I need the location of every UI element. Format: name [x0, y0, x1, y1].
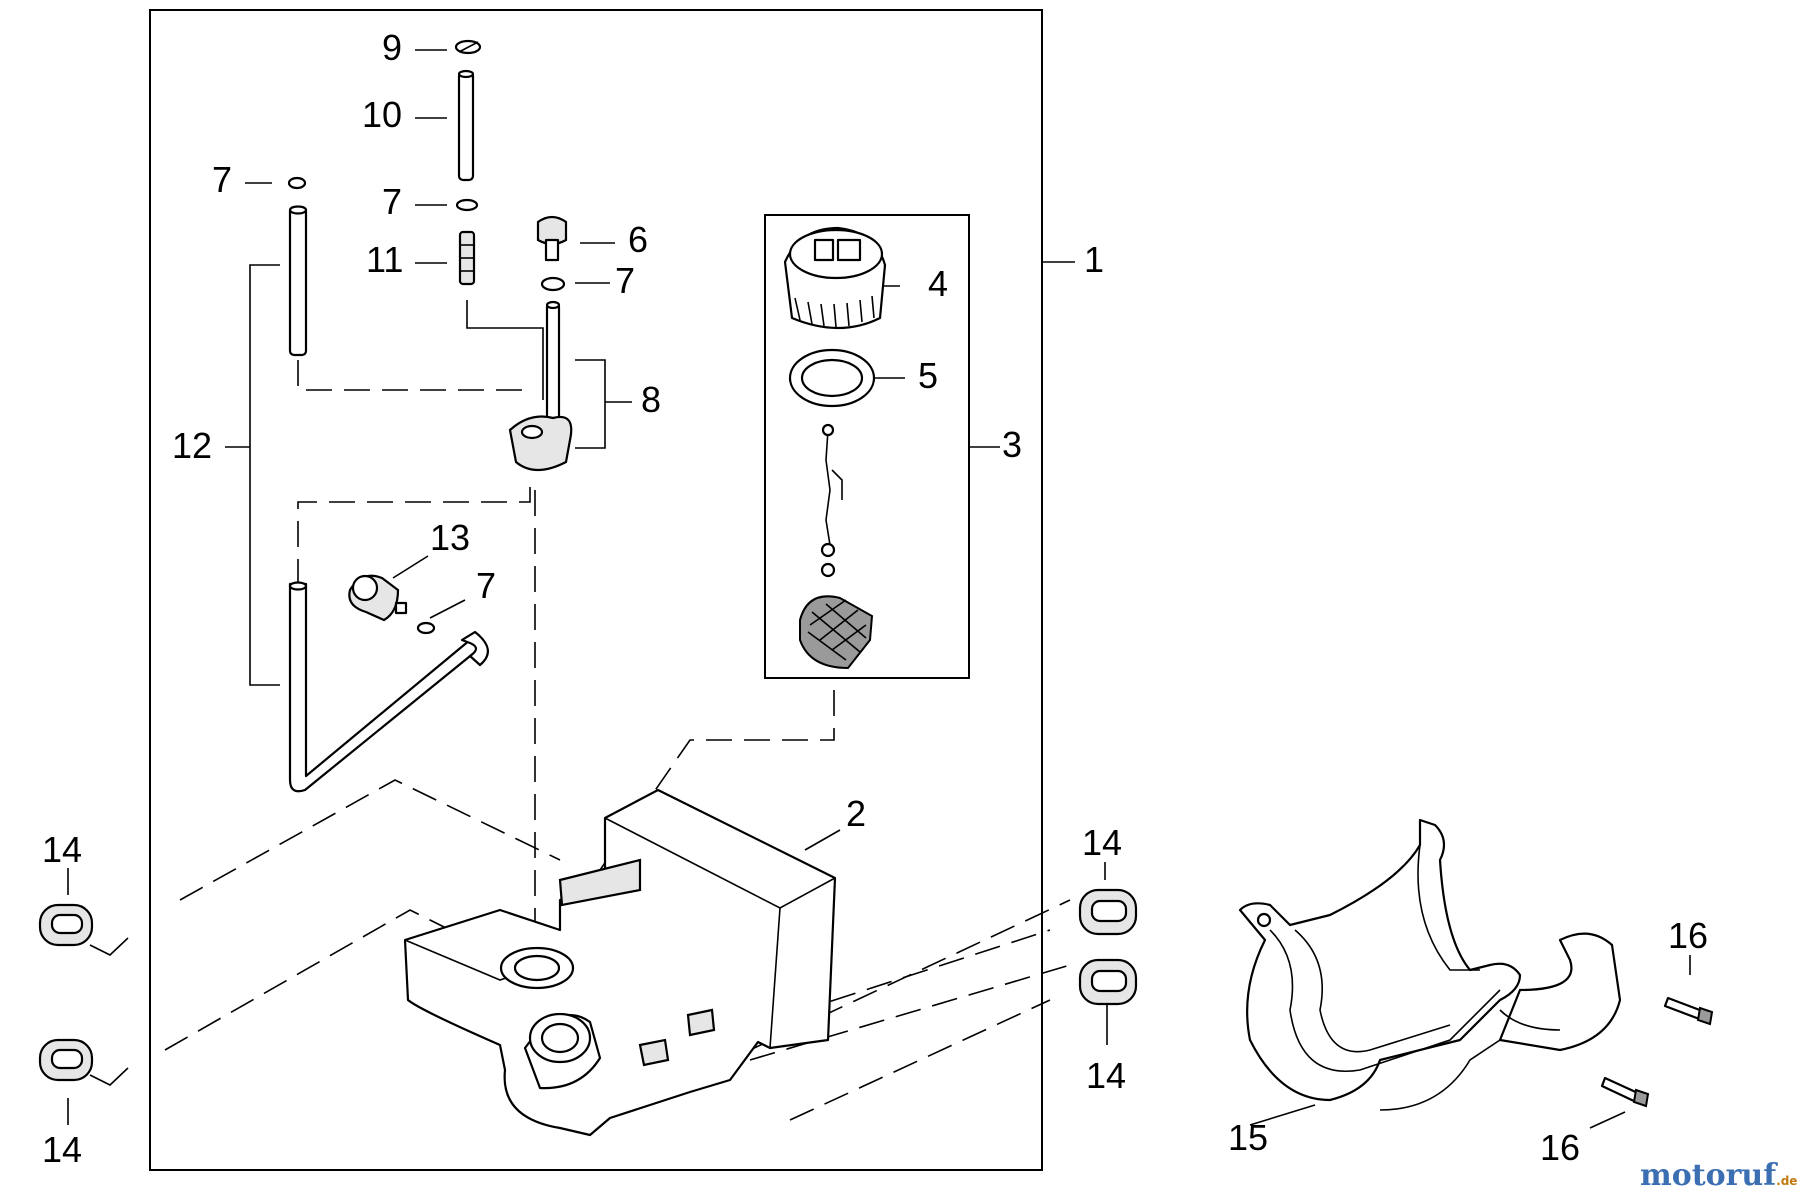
callout-3: 3 [1002, 424, 1022, 465]
callout-1: 1 [1084, 239, 1104, 280]
callout-14b: 14 [42, 1129, 82, 1170]
part-14-grommet-a [38, 903, 94, 947]
watermark-logo: motoruf.de [1640, 1158, 1797, 1193]
part-12-hose-upper [288, 205, 308, 357]
callout-6: 6 [628, 219, 648, 260]
callout-16a: 16 [1668, 915, 1708, 956]
part-13-filter [348, 574, 408, 622]
part-8-pickup [508, 300, 573, 472]
callout-8: 8 [641, 379, 661, 420]
callouts: 9 10 7 7 11 6 7 8 12 13 7 4 5 3 1 2 14 1… [42, 27, 1708, 1170]
callout-5: 5 [918, 355, 938, 396]
callout-16b: 16 [1540, 1127, 1580, 1168]
part-7-oring-b [455, 198, 479, 212]
callout-11: 11 [366, 239, 403, 280]
part-12-hose-lower [288, 581, 489, 793]
callout-12: 12 [172, 425, 212, 466]
assembly-frame [149, 9, 1043, 1171]
part-14-grommet-c [1078, 888, 1138, 936]
callout-13: 13 [430, 517, 470, 558]
callout-7b: 7 [382, 181, 402, 222]
callout-4: 4 [928, 263, 948, 304]
leader-lines [67, 49, 1691, 1129]
part-7-oring-a [287, 176, 307, 190]
part-7-oring-d [416, 621, 436, 635]
part-14-grommet-b [38, 1038, 94, 1082]
part-16-screw-a [1663, 996, 1714, 1026]
part-9-clip [454, 39, 482, 55]
callout-9: 9 [382, 27, 402, 68]
part-11-connector [458, 230, 476, 286]
callout-14a: 14 [42, 829, 82, 870]
part-15-tank-guard [1238, 818, 1622, 1111]
callout-14c: 14 [1082, 822, 1122, 863]
callout-14d: 14 [1086, 1055, 1126, 1096]
part-7-oring-c [540, 276, 566, 292]
part-2-fuel-tank [403, 788, 837, 1137]
callout-7d: 7 [476, 565, 496, 606]
callout-7a: 7 [212, 159, 232, 200]
watermark-suffix: .de [1776, 1174, 1798, 1188]
callout-2: 2 [846, 793, 866, 834]
part-6-breather [536, 215, 568, 262]
callout-15: 15 [1228, 1117, 1268, 1158]
cap-retainer-strainer [799, 423, 874, 670]
part-5-gasket [788, 348, 876, 408]
callout-10: 10 [362, 94, 402, 135]
callout-7c: 7 [615, 260, 635, 301]
part-14-grommet-d [1078, 958, 1138, 1006]
part-10-tube [457, 69, 475, 182]
watermark-brand: motoruf [1640, 1158, 1777, 1193]
part-4-fuel-cap [783, 226, 887, 330]
part-16-screw-b [1600, 1076, 1650, 1108]
